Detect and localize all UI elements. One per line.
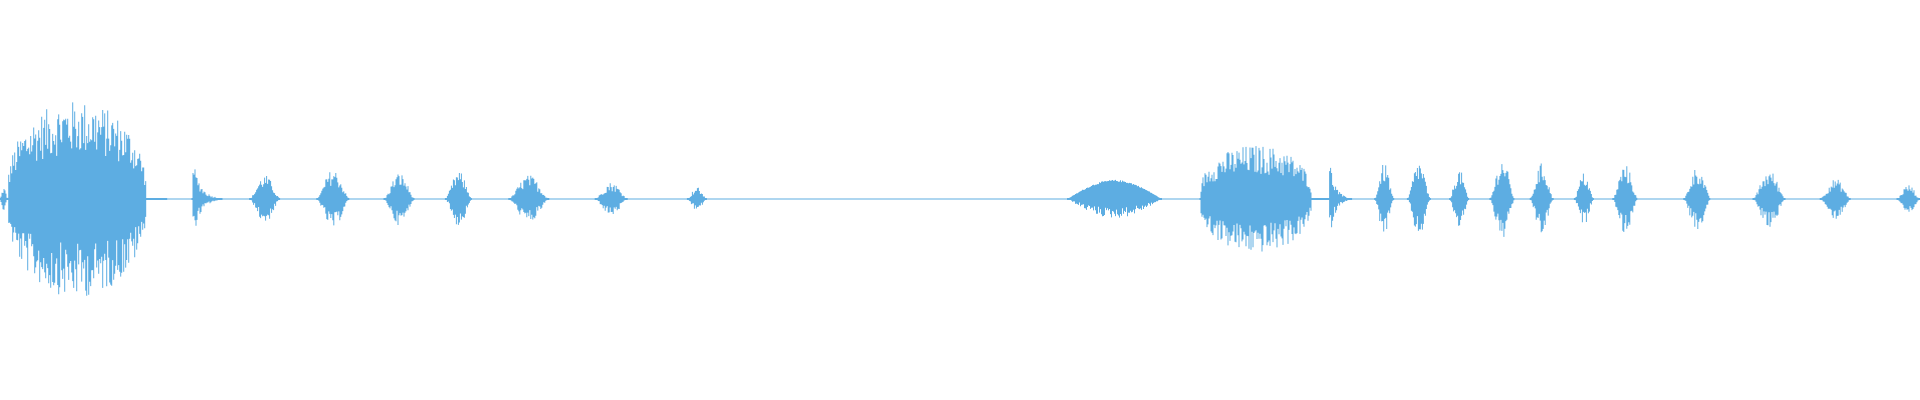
- waveform-path: [0, 102, 1920, 296]
- waveform-samples: [0, 102, 1920, 296]
